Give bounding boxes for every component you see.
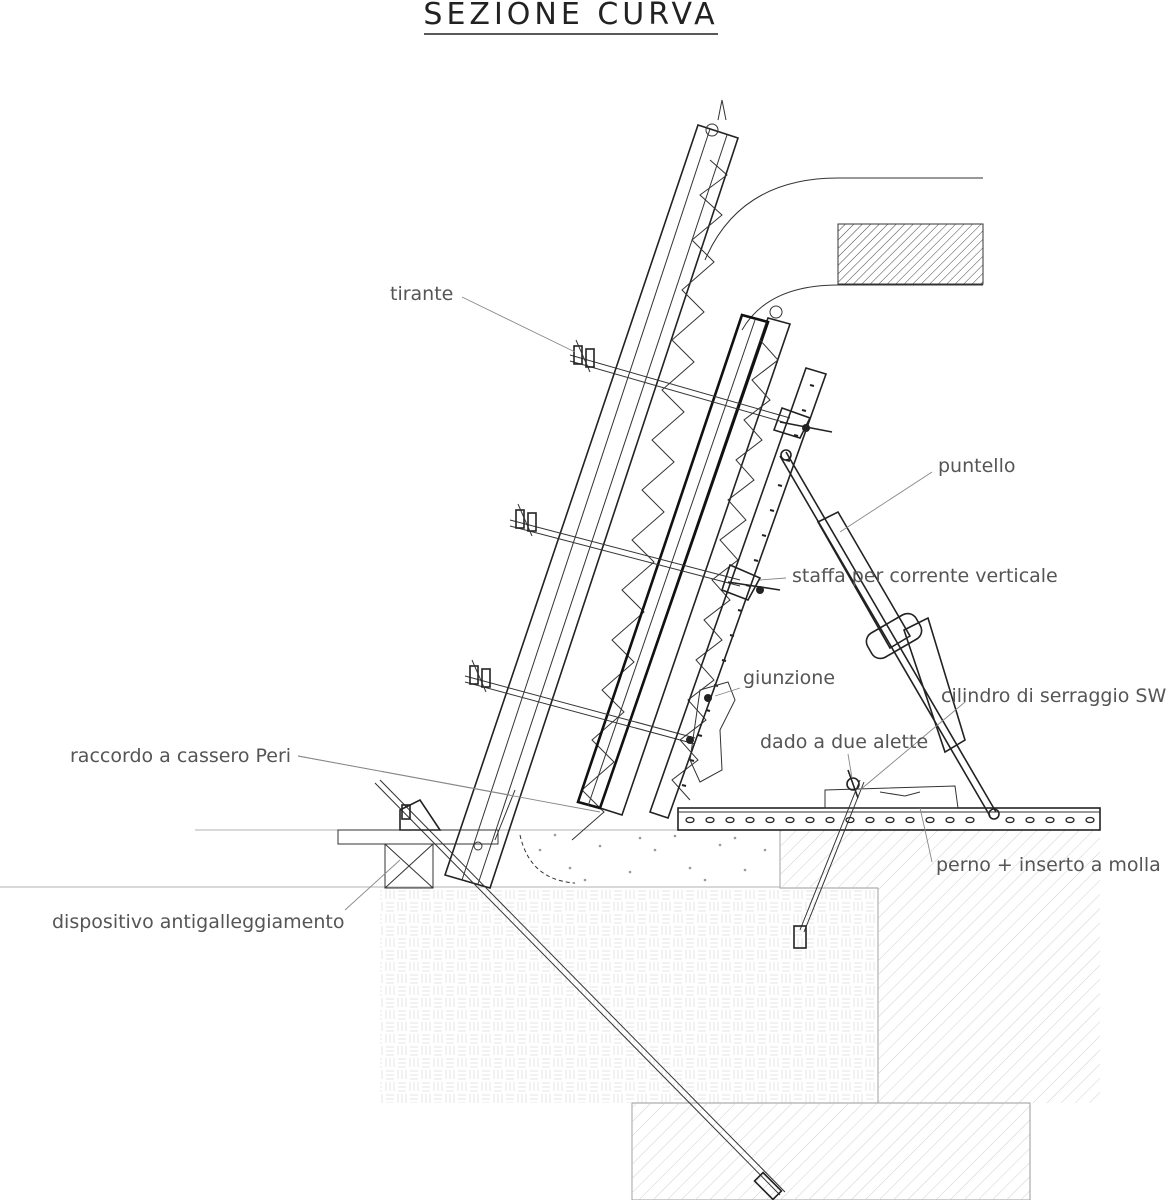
rail-holes <box>685 816 1095 824</box>
prop-handle <box>865 612 923 660</box>
outer-formwork-panel <box>443 99 740 889</box>
leader-giunzione <box>714 687 741 697</box>
anchor-rods <box>374 779 865 1200</box>
label-cilindro: cilindro di serraggio SW <box>941 685 1166 707</box>
compacted-fill <box>380 888 878 1103</box>
foundation-hatch <box>632 830 1100 1200</box>
curved-slab <box>704 177 984 331</box>
leader-raccordo-2 <box>297 755 601 813</box>
concrete-fill <box>538 833 767 882</box>
leader-perno <box>919 807 933 863</box>
tie-nut-top <box>573 339 595 373</box>
concrete-curve <box>519 834 576 884</box>
label-perno: perno + inserto a molla <box>936 854 1161 876</box>
leader-puntello <box>839 471 933 533</box>
push-pull-prop <box>779 449 1000 820</box>
title-block: SEZIONE CURVA <box>423 0 718 35</box>
tie-nut-mid <box>515 503 537 537</box>
vertical-waler <box>648 367 833 820</box>
label-giunzione: giunzione <box>743 667 835 689</box>
label-dado: dado a due alette <box>760 731 928 753</box>
label-tirante: tirante <box>390 283 453 305</box>
leader-lines <box>297 296 966 911</box>
leader-staffa <box>759 577 787 581</box>
clamp-cylinder-plate <box>824 785 959 809</box>
outer-truss-zigzag <box>571 159 728 841</box>
leader-dispositivo <box>344 859 401 911</box>
waler-holes <box>681 384 815 787</box>
label-raccordo: raccordo a cassero Peri <box>70 745 291 767</box>
tie-rods <box>464 339 791 745</box>
base-rail <box>677 769 1101 831</box>
label-staffa: staffa per corrente verticale <box>792 565 1058 587</box>
leader-dado <box>847 753 853 779</box>
leader-tirante <box>461 296 576 353</box>
label-puntello: puntello <box>938 455 1015 477</box>
drawing-title: SEZIONE CURVA <box>423 0 718 32</box>
labels: tirante puntello staffa per corrente ver… <box>52 283 1166 933</box>
ground-section <box>0 829 1100 1200</box>
junction-plate <box>689 681 736 783</box>
top-clamp-bracket <box>772 406 833 439</box>
tie-nut-low <box>469 659 491 693</box>
label-dispositivo: dispositivo antigalleggiamento <box>52 911 344 933</box>
wing-nut <box>846 777 860 791</box>
leader-cilindro <box>859 701 966 791</box>
inner-formwork-panel <box>576 305 792 816</box>
vertical-clamp-bracket <box>721 563 781 601</box>
anti-flotation-device <box>337 798 499 889</box>
